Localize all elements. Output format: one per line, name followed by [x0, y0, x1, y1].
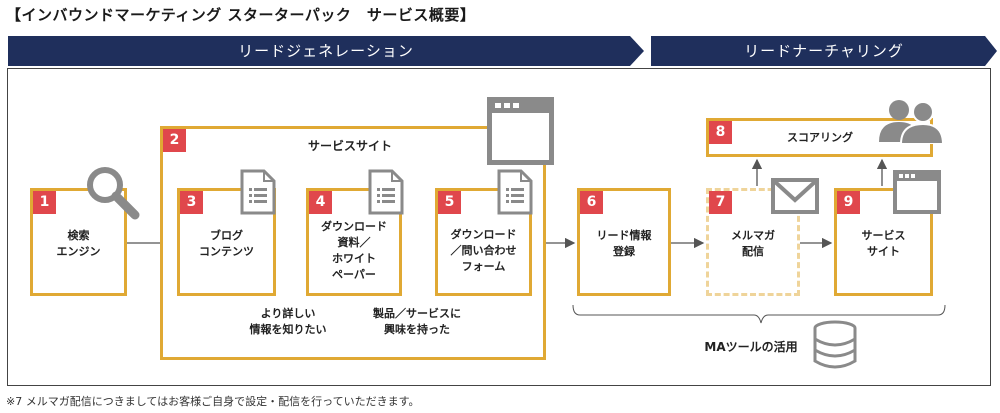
note-want-to-know: より詳しい 情報を知りたい: [249, 307, 327, 336]
phase-arrow-shape: [651, 36, 997, 66]
footnote: ※7 メルマガ配信につきましてはお客様ご自身で設定・配信を行っていただきます。: [6, 395, 420, 408]
phase-lead-generation: リードジェネレーション: [8, 36, 644, 66]
ma-brace: [572, 304, 946, 324]
envelope-icon: [771, 178, 819, 214]
document-icon: [497, 169, 533, 215]
search-icon: [87, 167, 140, 220]
step-number-badge: 6: [580, 191, 603, 214]
step-number-badge: 5: [438, 191, 461, 214]
page-title: 【インバウンドマーケティング スターターパック サービス概要】: [6, 6, 476, 24]
step-number-badge: 8: [709, 121, 732, 144]
container-label: サービスサイト: [307, 139, 392, 153]
step-label: スコアリング: [787, 131, 853, 144]
browser-window-icon: [893, 170, 941, 214]
step-number-badge: 9: [837, 191, 860, 214]
ma-tool-label: MAツールの活用: [704, 340, 798, 354]
document-icon: [240, 169, 276, 215]
step-number-badge: 4: [309, 191, 332, 214]
phase-label: リードジェネレーション: [238, 42, 414, 60]
step-label: ダウンロード ／問い合わせ フォーム: [450, 228, 517, 273]
step-number-badge: 2: [163, 129, 186, 152]
step-number-badge: 7: [709, 191, 732, 214]
step-label: ブログ コンテンツ: [199, 229, 254, 258]
users-icon: [879, 100, 943, 144]
note-interested: 製品／サービスに 興味を持った: [373, 307, 461, 336]
step-label: サービス サイト: [861, 229, 906, 258]
phase-lead-nurturing: リードナーチャリング: [651, 36, 997, 66]
step-label: メルマガ 配信: [731, 229, 775, 258]
document-icon: [368, 169, 404, 215]
step-label: 検索 エンジン: [56, 229, 101, 258]
phase-label: リードナーチャリング: [744, 42, 904, 60]
database-icon: [813, 320, 857, 369]
step-number-badge: 1: [33, 191, 56, 214]
step-number-badge: 3: [180, 191, 203, 214]
browser-window-icon: [487, 97, 554, 165]
diagram-frame: [7, 68, 991, 386]
step-label: ダウンロード 資料／ ホワイト ペーパー: [321, 220, 387, 281]
step-label: リード情報 登録: [596, 229, 652, 258]
phase-arrow-shape: [8, 36, 644, 66]
